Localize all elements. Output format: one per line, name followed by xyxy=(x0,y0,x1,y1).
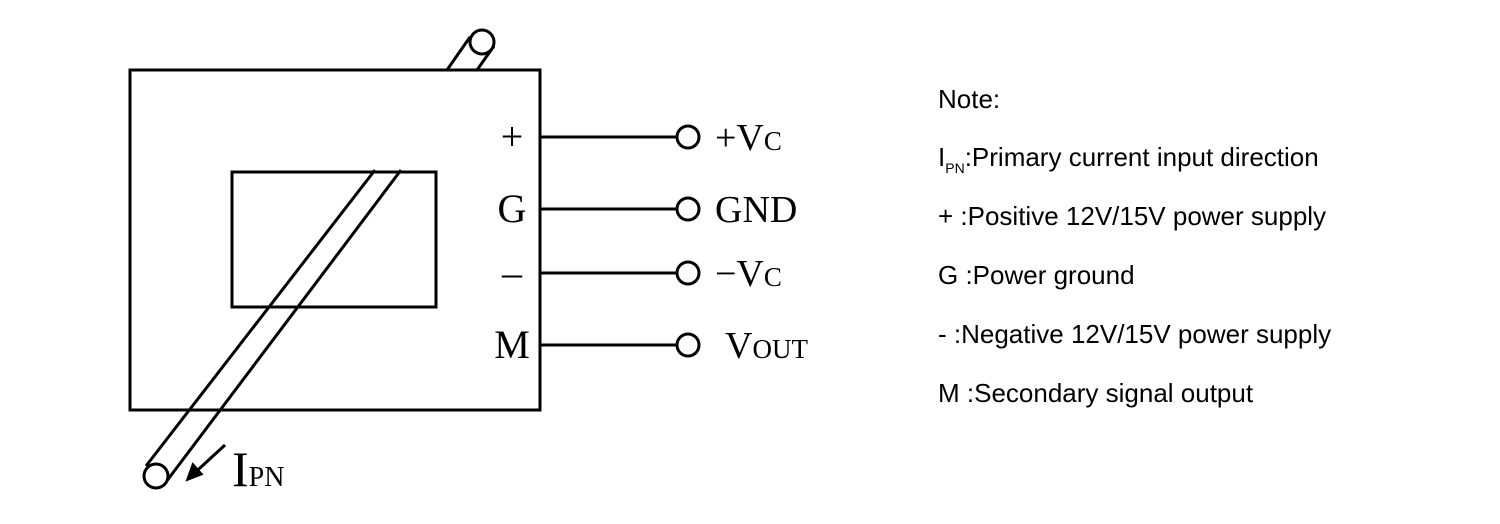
sensor-aperture xyxy=(230,170,438,309)
terminal-plus xyxy=(675,124,701,150)
current-label: IPN xyxy=(232,441,284,497)
pin-label-g: G xyxy=(498,186,527,231)
note-line-g: G :Power ground xyxy=(938,260,1135,290)
note-ipn-text: :Primary current input direction xyxy=(964,142,1319,172)
pin-label-m: M xyxy=(494,322,530,367)
primary-conductor xyxy=(142,169,403,490)
conductor-top-stub xyxy=(445,28,496,71)
pin-label-plus: + xyxy=(501,114,524,159)
sensor-body xyxy=(128,68,542,412)
notes-heading: Note: xyxy=(938,84,1001,114)
terminal-label-g: GND xyxy=(715,189,797,231)
note-line-ipn: IPN:Primary current input direction xyxy=(938,144,1319,175)
note-line-m: M :Secondary signal output xyxy=(938,378,1254,408)
current-direction-arrow xyxy=(185,443,227,482)
note-line-minus: - :Negative 12V/15V power supply xyxy=(938,319,1332,349)
terminal-label-plus: +VC xyxy=(715,117,782,159)
note-line-plus: + :Positive 12V/15V power supply xyxy=(938,201,1327,231)
pin-label-minus: – xyxy=(501,250,523,295)
terminal-g xyxy=(675,196,701,222)
terminal-label-m: VOUT xyxy=(725,325,808,367)
terminal-m xyxy=(675,332,701,358)
note-ipn-symbol: I xyxy=(938,142,946,172)
terminal-minus xyxy=(675,260,701,286)
note-ipn-subscript: PN xyxy=(945,160,965,176)
terminal-label-minus: −VC xyxy=(715,253,782,295)
